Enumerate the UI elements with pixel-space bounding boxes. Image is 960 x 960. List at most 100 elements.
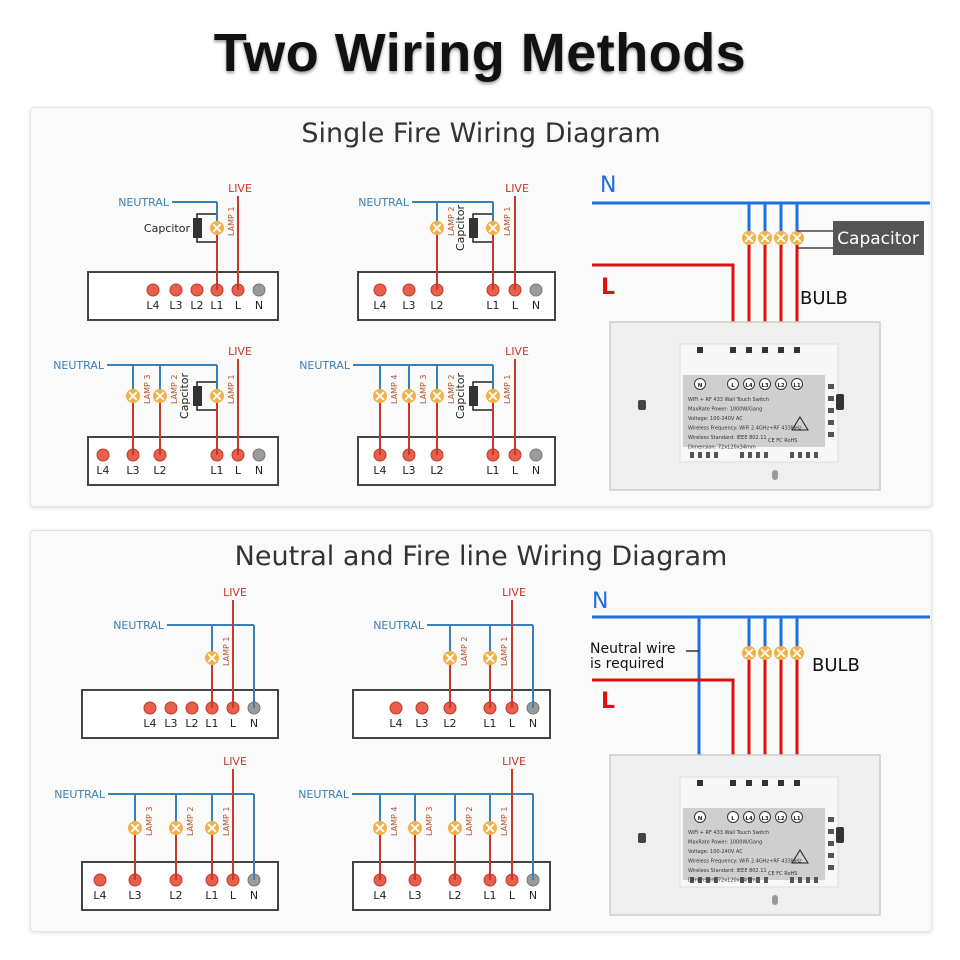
capacitor-label: Capcitor	[454, 372, 467, 419]
capacitor-icon	[469, 386, 478, 406]
live-label: LIVE	[502, 755, 526, 768]
lamp-label: LAMP 4	[390, 807, 399, 836]
terminal-label: L2	[448, 889, 461, 902]
terminal-label: L1	[483, 717, 496, 730]
terminal-mark: L3	[761, 816, 769, 822]
spec-line: MaxRate Power: 1000W/Gang	[688, 407, 762, 413]
terminal-l4	[146, 283, 160, 297]
terminal-n	[252, 448, 266, 462]
terminal-mark: L4	[745, 383, 753, 389]
l-label: L	[601, 689, 615, 714]
live-label: LIVE	[228, 345, 252, 358]
spec-line: Wireless Frequency: WiFi 2.4GHz+RF 433MH…	[688, 426, 802, 432]
spec-line: MaxRate Power: 1000W/Gang	[688, 840, 762, 846]
lamp-icon	[483, 651, 497, 665]
l-label: L	[601, 275, 615, 300]
terminal-l4	[373, 283, 387, 297]
capacitor-box	[833, 221, 924, 255]
terminal-label: L4	[373, 299, 386, 312]
terminal-label: N	[529, 717, 537, 730]
live-label: LIVE	[228, 182, 252, 195]
lamp-label: LAMP 2	[447, 375, 456, 404]
switch-box	[357, 271, 556, 321]
terminal-label: L1	[205, 717, 218, 730]
terminal-label: L4	[96, 464, 109, 477]
lamp-label: LAMP 1	[227, 207, 236, 236]
terminal-l2	[190, 283, 204, 297]
terminal-n	[529, 283, 543, 297]
lamp-label: LAMP 3	[145, 807, 154, 836]
terminal-label: N	[255, 299, 263, 312]
lamp-icon	[758, 231, 772, 245]
terminal-l4	[389, 701, 403, 715]
n-label: N	[600, 173, 616, 198]
lamp-icon	[169, 821, 183, 835]
lamp-icon	[373, 821, 387, 835]
terminal-label: L3	[415, 717, 428, 730]
terminal-label: L2	[153, 464, 166, 477]
lamp-label: LAMP 3	[425, 807, 434, 836]
terminal-label: L	[509, 717, 516, 730]
lamp-icon	[790, 646, 804, 660]
lamp-icon	[153, 389, 167, 403]
terminal-label: L4	[373, 464, 386, 477]
capacitor-icon	[193, 386, 202, 406]
terminal-label: L4	[93, 889, 106, 902]
terminal-label: L4	[373, 889, 386, 902]
lamp-icon	[448, 821, 462, 835]
neutral-label: NEUTRAL	[299, 359, 351, 372]
lamp-icon	[408, 821, 422, 835]
cert-marks: CE FC RoHS	[768, 438, 797, 444]
terminal-mark: L1	[793, 816, 801, 822]
terminal-label: L2	[430, 464, 443, 477]
lamp-icon	[443, 651, 457, 665]
terminal-label: N	[250, 889, 258, 902]
lamp-label: LAMP 3	[419, 375, 428, 404]
terminal-label: N	[532, 464, 540, 477]
terminal-label: L	[235, 464, 242, 477]
lamp-icon	[205, 651, 219, 665]
lamp-icon	[774, 231, 788, 245]
neutral-label: NEUTRAL	[53, 359, 105, 372]
lamp-icon	[430, 221, 444, 235]
terminal-l3	[164, 701, 178, 715]
terminal-label: L	[512, 299, 519, 312]
capacitor-icon	[469, 218, 478, 238]
switch-box	[87, 436, 279, 486]
terminal-label: L3	[126, 464, 139, 477]
lamp-label: LAMP 4	[390, 375, 399, 404]
lamp-icon	[430, 389, 444, 403]
terminal-label: L	[230, 717, 237, 730]
lamp-label: LAMP 1	[222, 807, 231, 836]
neutral-label: NEUTRAL	[358, 196, 410, 209]
live-label: LIVE	[223, 755, 247, 768]
lamp-label: LAMP 1	[503, 375, 512, 404]
switch-box	[352, 861, 551, 911]
terminal-mark: L	[731, 816, 735, 822]
lamp-icon	[483, 821, 497, 835]
terminal-mark: L2	[777, 816, 785, 822]
terminal-mark: N	[698, 816, 703, 822]
terminal-label: N	[529, 889, 537, 902]
terminal-mark: L2	[777, 383, 785, 389]
lamp-icon	[742, 231, 756, 245]
terminal-label: L2	[169, 889, 182, 902]
terminal-l3	[169, 283, 183, 297]
terminal-mark: L1	[793, 383, 801, 389]
terminal-l3	[415, 701, 429, 715]
neutral-label: NEUTRAL	[298, 788, 350, 801]
switch-box	[87, 271, 279, 321]
terminal-label: L1	[210, 299, 223, 312]
terminal-l2	[185, 701, 199, 715]
terminal-label: L3	[408, 889, 421, 902]
terminal-label: L1	[486, 299, 499, 312]
terminal-l4	[143, 701, 157, 715]
terminal-label: L	[512, 464, 519, 477]
lamp-label: LAMP 1	[227, 375, 236, 404]
live-label: LIVE	[505, 345, 529, 358]
